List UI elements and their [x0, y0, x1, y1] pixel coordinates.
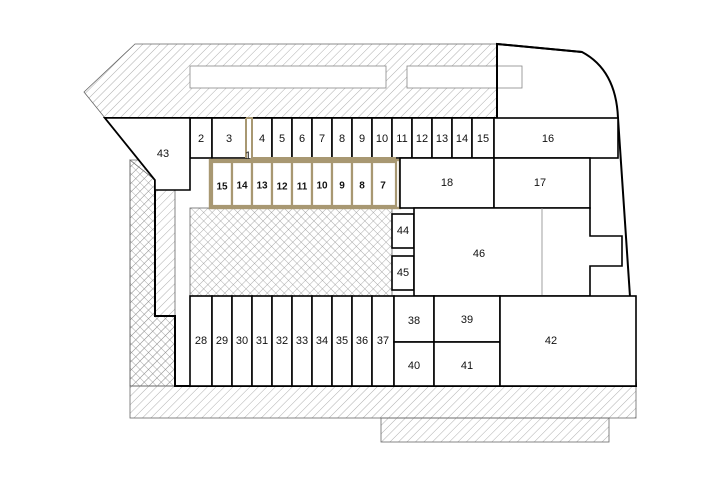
unit-17-label: 17 — [534, 177, 546, 189]
unit-7-highlight-label: 7 — [380, 181, 386, 192]
unit-16[interactable] — [493, 117, 619, 159]
highlighted-units: 15 14 13 12 11 10 9 8 7 — [208, 158, 402, 210]
unit-32-label: 32 — [276, 335, 288, 347]
unit-34-label: 34 — [316, 335, 328, 347]
unit-29-label: 29 — [216, 335, 228, 347]
unit-7-highlight[interactable] — [370, 160, 398, 208]
unit-11-top-label: 11 — [396, 133, 407, 145]
unit-12-highlight-label: 12 — [276, 182, 288, 193]
unit-9-highlight-label: 9 — [339, 181, 345, 192]
unit-46[interactable] — [413, 207, 623, 297]
unit-1-label: 1 — [245, 150, 251, 162]
unit-18-label: 18 — [441, 177, 453, 189]
crosshatched-zones — [129, 159, 393, 387]
unit-16-label: 16 — [542, 133, 554, 145]
unit-15-highlight-label: 15 — [216, 182, 228, 193]
unit-43-label: 43 — [157, 148, 169, 160]
unit-12-top-label: 12 — [416, 133, 428, 145]
unit-30-label: 30 — [236, 335, 248, 347]
unit-18[interactable] — [399, 157, 495, 209]
unit-10-top-label: 10 — [376, 133, 388, 145]
unit-39-label: 39 — [461, 314, 473, 326]
unit-6-label: 6 — [299, 133, 305, 145]
unit-7-top-label: 7 — [319, 133, 325, 145]
unit-33-label: 33 — [296, 335, 308, 347]
unit-41[interactable] — [433, 341, 501, 387]
unit-45-label: 45 — [397, 267, 409, 279]
unit-10-highlight-label: 10 — [316, 181, 328, 192]
unit-3[interactable] — [211, 117, 247, 159]
unit-15-top-label: 15 — [477, 133, 489, 145]
unit-13-highlight-label: 13 — [256, 181, 268, 192]
unit-42[interactable] — [499, 295, 637, 387]
unit-13-top-label: 13 — [436, 133, 448, 145]
unit-14-top-label: 14 — [456, 133, 468, 145]
unit-4-label: 4 — [259, 133, 265, 145]
unit-38-label: 38 — [408, 315, 420, 327]
unit-1-group: 1 — [245, 117, 396, 162]
top-row-units: 2 3 4 5 6 7 8 9 10 11 12 13 14 15 16 — [189, 117, 619, 159]
unit-44-label: 44 — [397, 225, 409, 237]
unit-9-top-label: 9 — [359, 133, 365, 145]
unit-3-label: 3 — [226, 133, 232, 145]
unit-38[interactable] — [393, 295, 435, 343]
unit-14-highlight-label: 14 — [236, 181, 248, 192]
unit-37-label: 37 — [377, 335, 389, 347]
unit-8-top-label: 8 — [339, 133, 345, 145]
building-outline — [102, 42, 638, 387]
unit-8-highlight-label: 8 — [359, 181, 365, 192]
unit-17[interactable] — [493, 157, 591, 209]
unit-5-label: 5 — [279, 133, 285, 145]
unit-36-label: 36 — [356, 335, 368, 347]
middle-right-units: 18 17 44 45 46 — [391, 157, 623, 297]
unit-28-label: 28 — [195, 335, 207, 347]
unit-43-group: 43 — [103, 117, 191, 191]
unit-40-label: 40 — [408, 360, 420, 372]
hatched-exterior — [83, 43, 637, 443]
unit-42-label: 42 — [545, 335, 557, 347]
unit-43[interactable] — [103, 117, 191, 191]
unit-35-label: 35 — [336, 335, 348, 347]
unit-41-label: 41 — [461, 360, 473, 372]
unit-31-label: 31 — [256, 335, 268, 347]
unit-2-label: 2 — [198, 133, 204, 145]
bottom-row-units: 28 29 30 31 32 33 34 35 36 37 38 39 40 4… — [189, 295, 637, 387]
unit-46-label: 46 — [473, 248, 485, 260]
unit-11-highlight-label: 11 — [297, 182, 308, 193]
unit-40[interactable] — [393, 341, 435, 387]
